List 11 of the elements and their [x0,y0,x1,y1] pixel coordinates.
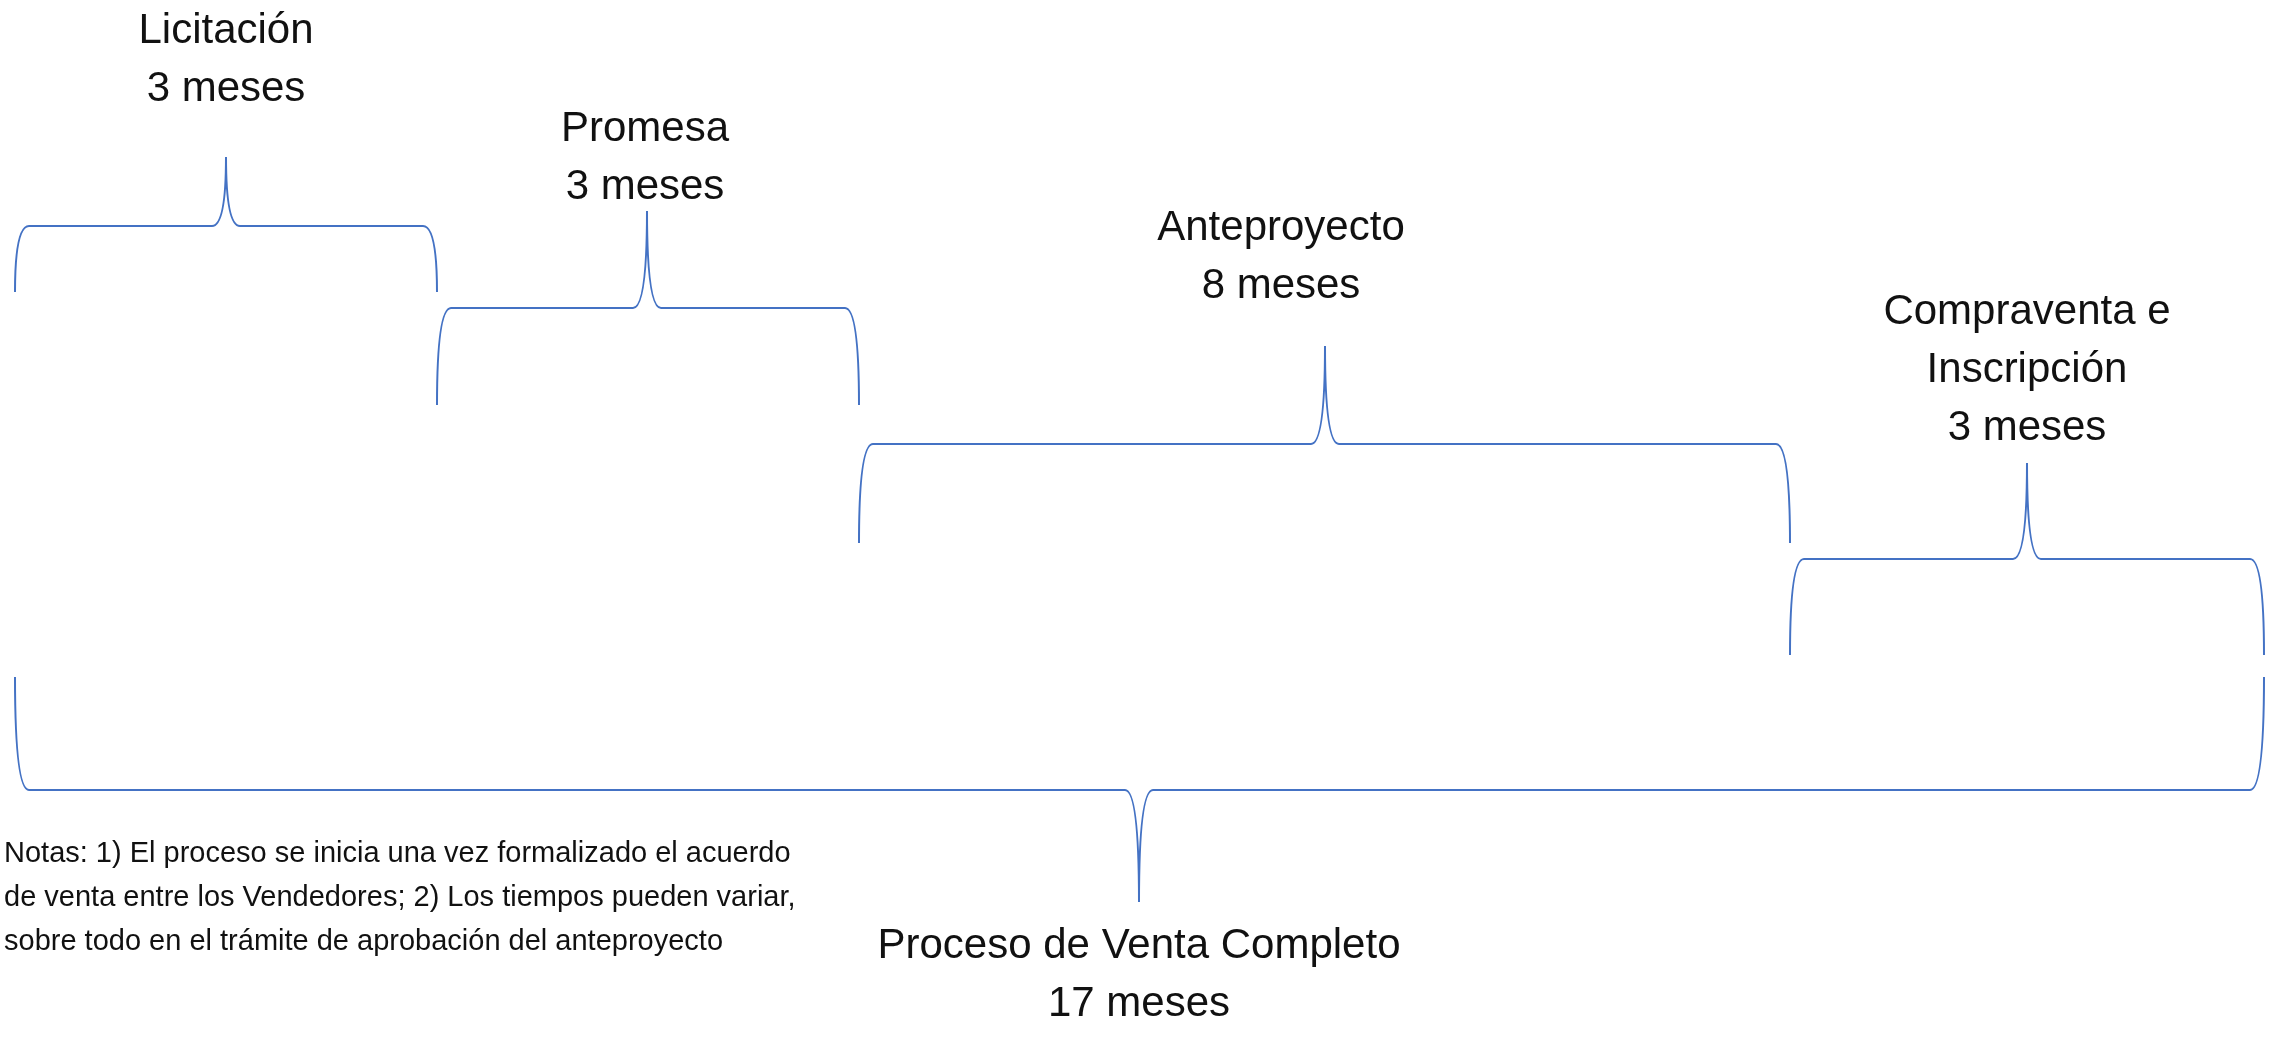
phase-title: Promesa [560,102,730,152]
note-text: Notas: 1) El proceso se inicia una vez formalizado el acuerdo de venta entre los Vendedores; 2) Los tiempos pueden variar, sobre todo en el trámite de aprobación del anteproyecto [4,835,797,958]
phase-title: Proceso de Venta Completo [877,919,1401,969]
duration-label: 17 meses [1047,977,1231,1027]
duration-label: 3 meses [146,62,306,112]
phase-title: Anteproyecto [1157,201,1405,251]
duration-label: 3 meses [1947,401,2107,451]
phase-title: Licitación [138,4,314,54]
duration-label: 8 meses [1201,259,1361,309]
phase-title: Compraventa e Inscripción [1882,285,2172,393]
duration-label: 3 meses [565,160,725,210]
